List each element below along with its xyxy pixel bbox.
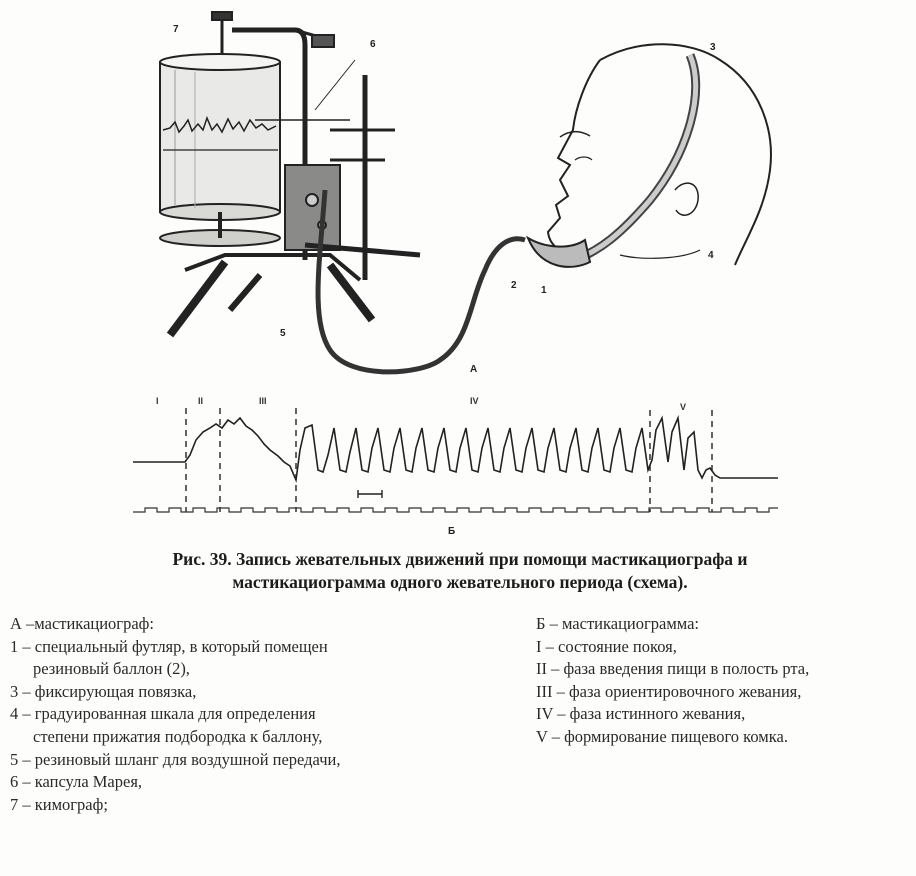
figure-caption: Рис. 39. Запись жевательных движений при… (60, 548, 860, 594)
label-1: 1 (541, 285, 547, 296)
label-7: 7 (173, 24, 179, 35)
phase-label-3: III (259, 396, 267, 406)
label-3: 3 (710, 42, 716, 53)
legend-b: Б – мастикациограмма: I – состояние поко… (536, 613, 911, 749)
legend-b-item-2: II – фаза введения пищи в полость рта, (536, 659, 810, 679)
drum-trace (162, 115, 277, 134)
phase-label-5: V (680, 402, 686, 412)
legend-a-item-5: 5 – резиновый шланг для воздушной переда… (10, 749, 341, 769)
legend-b-item-1: I – состояние покоя, (536, 636, 677, 656)
legend-a-item-1-cont: резиновый баллон (2), (33, 659, 190, 679)
masticatiogram: I II III IV V Б (133, 396, 778, 537)
label-5: 5 (280, 328, 286, 339)
patient-head (525, 43, 772, 268)
legend-a-item-4: 4 – градуированная шкала для определения (10, 704, 316, 724)
label-2: 2 (511, 280, 517, 291)
label-a: А (470, 364, 477, 375)
device-labels: 7 6 3 4 2 1 5 А (173, 24, 716, 375)
kymograph-drum (159, 61, 281, 213)
legend-a-heading: А –мастикациограф: (10, 614, 154, 633)
figure-illustration: 7 6 3 4 2 1 5 А I II III IV V Б (133, 11, 778, 537)
legend-b-item-3: III – фаза ориентировочного жевания, (536, 681, 802, 701)
rubber-tube (315, 189, 526, 375)
clockwork-box (284, 164, 341, 251)
label-4: 4 (708, 250, 714, 261)
legend-b-item-4: IV – фаза истинного жевания, (536, 704, 746, 724)
chin-case (525, 235, 592, 268)
phase-label-4: IV (470, 396, 479, 406)
caption-line-1: Рис. 39. Запись жевательных движений при… (172, 549, 748, 569)
timer-trace (133, 507, 778, 513)
label-6: 6 (370, 39, 376, 50)
label-b: Б (448, 526, 455, 537)
legend-b-heading: Б – мастикациограмма: (536, 614, 700, 633)
caption-line-2: мастикациограмма одного жевательного пер… (232, 572, 688, 592)
legend-a-item-4-cont: степени прижатия подбородка к баллону, (33, 726, 323, 746)
legend-a-item-1: 1 – специальный футляр, в который помеще… (10, 636, 328, 656)
kymograph-apparatus (159, 11, 421, 338)
legend-a: А –мастикациограф: 1 – специальный футля… (10, 613, 500, 816)
legend-a-item-6: 6 – капсула Марея, (10, 772, 143, 792)
phase-label-1: I (156, 396, 159, 406)
legend-a-item-3: 3 – фиксирующая повязка, (10, 681, 197, 701)
legend-b-item-5: V – формирование пищевого комка. (536, 726, 788, 746)
phase-label-2: II (198, 396, 203, 406)
masticatiogram-trace (133, 414, 778, 483)
legend-a-item-7: 7 – кимограф; (10, 794, 108, 814)
